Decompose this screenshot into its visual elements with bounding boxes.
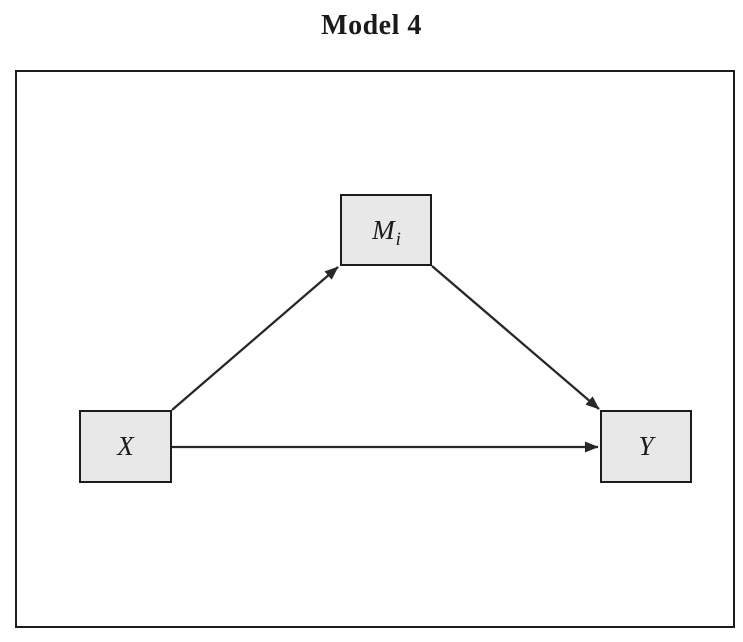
node-x-label-text: X [117, 431, 134, 461]
node-m: Mi [340, 194, 432, 266]
page-title: Model 4 [321, 10, 422, 41]
diagram-frame [15, 70, 735, 628]
node-m-label-subscript: i [395, 228, 401, 250]
node-m-label: Mi [372, 214, 401, 249]
node-x: X [79, 410, 172, 483]
node-x-label: X [117, 433, 134, 460]
node-y: Y [600, 410, 692, 483]
node-m-label-text: M [372, 214, 395, 245]
node-y-label: Y [638, 433, 653, 460]
node-y-label-text: Y [638, 431, 654, 461]
